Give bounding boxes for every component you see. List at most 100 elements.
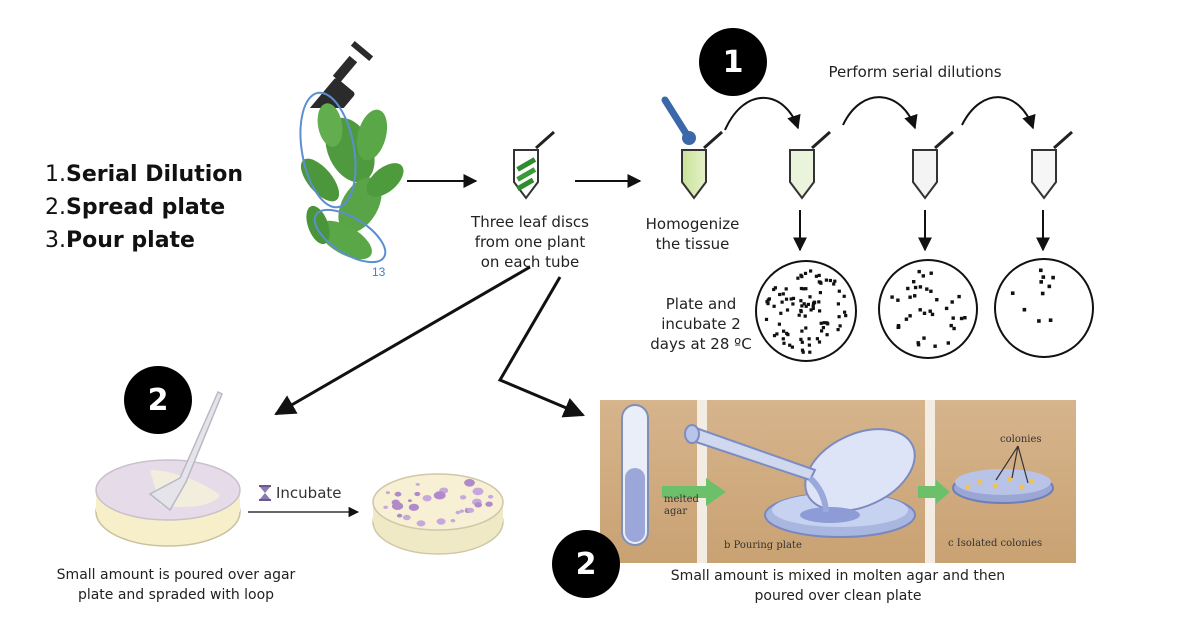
colony-dot: [807, 343, 811, 347]
arrow-dilution-2: [842, 96, 918, 130]
colony-dot: [782, 341, 786, 345]
colony-dot: [820, 329, 824, 333]
colony-dot: [952, 326, 956, 331]
colony-dot: [817, 300, 821, 304]
colony-dot: [917, 269, 921, 274]
colony-dot: [957, 294, 961, 299]
colony-dot: [472, 487, 484, 496]
agar-plate-medium: [878, 259, 978, 359]
colony-dot: [843, 310, 847, 314]
incubated-plate-illustration: [372, 473, 504, 555]
colony-dot: [485, 501, 493, 507]
isolated-colonies-label: c Isolated colonies: [948, 538, 1042, 549]
colony-dot: [908, 314, 912, 318]
colony-dot: [922, 336, 926, 340]
colony-dot: [933, 344, 937, 348]
colony-dot: [788, 343, 792, 347]
colony-dot: [821, 326, 825, 330]
colony-dot: [773, 286, 777, 290]
colony-dot: [828, 278, 832, 283]
colony-dot: [764, 317, 769, 321]
colony-dot: [772, 334, 777, 338]
incubate-label: Incubate: [258, 484, 342, 502]
colony-dot: [791, 302, 795, 306]
colony-dot: [801, 287, 806, 291]
homogenize-tube: [661, 96, 723, 200]
colonies-label: colonies: [1000, 434, 1042, 445]
colony-dot: [474, 502, 483, 508]
colony-dot: [797, 313, 801, 317]
colony-dot: [822, 321, 826, 325]
colony-dot: [811, 306, 815, 310]
method-list: 1.Serial Dilution 2.Spread plate 3.Pour …: [45, 158, 243, 257]
method-item-serial-dilution: 1.Serial Dilution: [45, 162, 244, 187]
agar-plate-sparse: [994, 258, 1094, 358]
colony-dot: [946, 341, 950, 345]
spread-plate-illustration: [95, 390, 241, 547]
colony-dot: [414, 491, 421, 497]
colony-dot: [904, 317, 909, 321]
pouring-plate-label: b Pouring plate: [724, 540, 802, 551]
colony-dot: [913, 285, 918, 290]
colony-dot: [814, 274, 818, 278]
colony-dot: [808, 350, 812, 354]
colony-dot: [896, 298, 900, 302]
colony-dot: [930, 312, 935, 317]
colony-dot: [796, 276, 800, 280]
colony-dot: [777, 322, 781, 326]
colony-dot: [1010, 291, 1015, 295]
leaf-disc-tube: [513, 130, 555, 200]
hourglass-icon: [259, 485, 271, 501]
colony-dot: [913, 294, 917, 298]
pour-plate-description: Small amount is mixed in molten agar and…: [670, 568, 1006, 604]
colony-dot: [766, 302, 770, 306]
colony-dot: [785, 331, 789, 335]
colonies-medium: [890, 269, 967, 348]
colony-dot: [809, 308, 813, 312]
colony-dot: [963, 316, 967, 320]
colony-dot: [799, 286, 803, 291]
colony-dot: [801, 350, 805, 354]
colony-dot: [487, 494, 494, 499]
colony-dot: [935, 298, 939, 302]
colony-dot: [408, 503, 419, 511]
colony-dot: [912, 280, 916, 284]
colony-dot: [1039, 280, 1043, 284]
colony-dot: [799, 273, 803, 277]
colony-dot: [394, 491, 402, 497]
colony-dot: [778, 292, 782, 297]
colony-dot: [929, 271, 933, 275]
colony-dot: [455, 510, 461, 515]
colony-dot: [916, 341, 920, 345]
colony-dot: [416, 520, 426, 527]
colony-dot: [799, 299, 803, 303]
melted-agar-label-1: melted: [664, 494, 700, 505]
colony-dot: [802, 302, 806, 306]
colony-dot: [921, 274, 925, 278]
colony-dot: [896, 324, 901, 328]
colony-dot: [819, 321, 823, 325]
colony-dot: [811, 304, 815, 308]
colony-dot: [1048, 318, 1053, 322]
colony-dot: [772, 304, 776, 308]
colony-dot: [800, 329, 804, 333]
colony-dot: [467, 507, 475, 513]
colony-dot: [766, 298, 770, 302]
colony-dot: [396, 513, 403, 518]
arrow-to-spread-plate: [274, 265, 531, 416]
colony-dot: [789, 297, 793, 301]
colony-dot: [817, 340, 822, 344]
colony-dot: [415, 483, 420, 486]
colony-dot: [784, 297, 789, 301]
colony-dot: [1039, 268, 1043, 273]
leaf-discs-caption: Three leaf discs from one plant on each …: [471, 213, 589, 271]
colony-dot: [812, 300, 816, 304]
dilution-tube-3: [1031, 130, 1073, 200]
colony-dot: [385, 491, 390, 495]
colony-dot: [436, 518, 446, 525]
colony-dot: [918, 308, 922, 312]
colony-dot: [800, 340, 804, 344]
colony-dot: [1040, 291, 1045, 296]
colony-dot: [825, 333, 829, 337]
